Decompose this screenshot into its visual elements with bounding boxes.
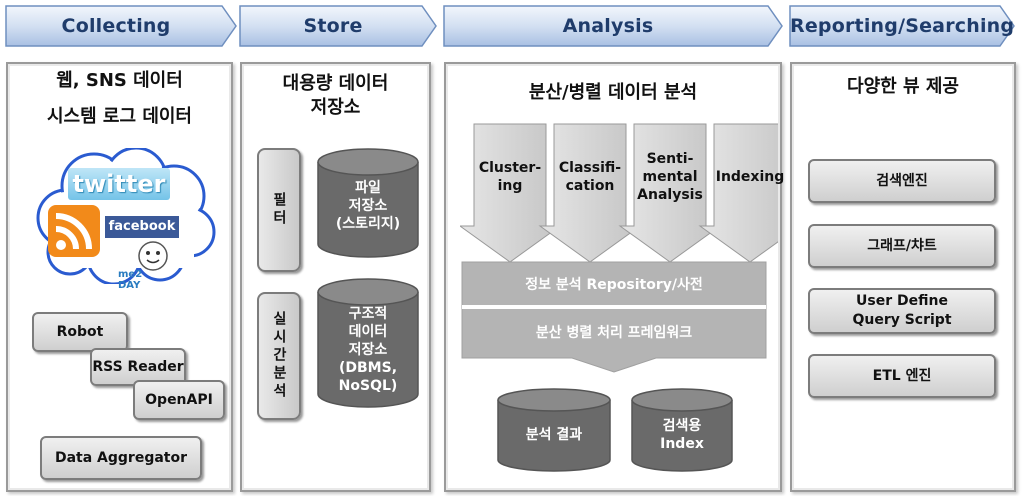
structured-storage-label: 구조적 데이터 저장소 (DBMS, NoSQL) xyxy=(316,302,420,398)
algo-sentimental-line2: mental xyxy=(642,169,698,185)
file-storage-line1: 파일 xyxy=(355,180,381,196)
openapi-box: OpenAPI xyxy=(133,380,225,420)
rss-reader-box: RSS Reader xyxy=(90,348,186,386)
collecting-panel: 웹, SNS 데이터 시스템 로그 데이터 twitter xyxy=(6,62,233,492)
store-panel: 대용량 데이터 저장소 필터 실시간분석 파일 저장소 (스토리지) 구조적 데… xyxy=(240,62,431,492)
algo-clustering: Cluster- ing xyxy=(472,142,548,212)
me2day-label: me2 DAY xyxy=(118,269,148,291)
rss-icon xyxy=(48,205,100,257)
twitter-logo: twitter xyxy=(68,168,170,200)
structured-storage-line5: NoSQL) xyxy=(338,378,398,394)
result-label: 분석 결과 xyxy=(525,427,583,443)
graph-chart-box: 그래프/챠트 xyxy=(808,224,996,268)
framework-band: 분산 병렬 처리 프레임워크 xyxy=(535,325,693,341)
algo-clustering-line1: Cluster- xyxy=(478,160,542,176)
query-script-line1: User Define xyxy=(856,293,948,309)
result-cylinder xyxy=(497,388,611,472)
file-storage-line2: 저장소 xyxy=(348,198,388,214)
arrow-indexing xyxy=(698,123,778,263)
algo-classification: Classifi- cation xyxy=(552,142,628,212)
robot-box: Robot xyxy=(32,312,128,352)
processing-bands xyxy=(461,261,767,373)
structured-storage-line4: (DBMS, xyxy=(338,360,398,376)
file-storage-cylinder xyxy=(317,148,419,258)
stage-label-reporting: Reporting/Searching xyxy=(790,15,1015,37)
analysis-panel: 분산/병렬 데이터 분석 Cluster- ing Classifi- cati… xyxy=(444,62,784,492)
twitter-logo-text: twitter xyxy=(72,170,166,198)
collecting-title-line2: 시스템 로그 데이터 xyxy=(46,106,192,127)
search-index-label: 검색용 Index xyxy=(630,408,734,462)
arrow-clustering xyxy=(460,123,562,263)
collecting-title-line1: 웹, SNS 데이터 xyxy=(56,70,183,91)
data-aggregator-box: Data Aggregator xyxy=(40,436,202,480)
search-engine-label: 검색엔진 xyxy=(876,172,928,189)
stage-label-store: Store xyxy=(303,15,363,37)
search-index-cylinder xyxy=(631,388,733,472)
algo-indexing: Indexing xyxy=(712,142,788,212)
stage-arrow-store xyxy=(239,5,437,47)
reporting-title: 다양한 뷰 제공 xyxy=(847,76,959,97)
structured-storage-line3: 저장소 xyxy=(348,342,388,358)
algo-clustering-line2: ing xyxy=(497,178,523,194)
stage-arrow-analysis xyxy=(443,5,783,47)
facebook-logo: facebook xyxy=(105,216,179,238)
query-script-box: User Define Query Script xyxy=(808,288,996,334)
stage-arrow-collecting xyxy=(5,5,237,47)
analysis-title: 분산/병렬 데이터 분석 xyxy=(528,82,698,103)
store-title-line2: 저장소 xyxy=(310,97,361,118)
structured-storage-cylinder xyxy=(317,278,419,408)
algo-sentimental: Senti- mental Analysis xyxy=(632,142,708,212)
arrow-sentimental xyxy=(618,123,722,263)
file-storage-line3: (스토리지) xyxy=(335,216,401,232)
graph-chart-label: 그래프/챠트 xyxy=(867,237,937,254)
query-script-line2: Query Script xyxy=(852,312,952,328)
realtime-analysis-box: 실시간분석 xyxy=(257,292,301,420)
algorithm-arrows xyxy=(460,123,778,263)
etl-engine-box: ETL 엔진 xyxy=(808,354,996,398)
search-engine-box: 검색엔진 xyxy=(808,159,996,203)
stage-arrows xyxy=(5,5,1015,47)
filter-box: 필터 xyxy=(257,148,301,272)
structured-storage-line2: 데이터 xyxy=(348,324,388,340)
algo-classification-line2: cation xyxy=(565,178,615,194)
stage-arrow-reporting xyxy=(789,5,1015,47)
algo-indexing-line1: Indexing xyxy=(715,169,785,185)
store-title-line1: 대용량 데이터 xyxy=(282,73,389,94)
algo-sentimental-line3: Analysis xyxy=(637,187,703,203)
me2day-label-top: me2 xyxy=(118,269,143,280)
reporting-panel: 다양한 뷰 제공 검색엔진 그래프/챠트 User Define Query S… xyxy=(790,62,1016,492)
file-storage-label: 파일 저장소 (스토리지) xyxy=(316,174,420,238)
me2day-icon xyxy=(138,241,168,271)
arrow-classification xyxy=(538,123,642,263)
search-index-line2: Index xyxy=(660,436,704,452)
repository-band: 정보 분석 Repository/사전 xyxy=(525,277,703,293)
me2day-label-bottom: DAY xyxy=(118,280,141,291)
algo-sentimental-line1: Senti- xyxy=(646,151,694,167)
stage-label-collecting: Collecting xyxy=(61,15,171,37)
structured-storage-line1: 구조적 xyxy=(348,306,388,322)
search-index-line1: 검색용 xyxy=(662,418,702,434)
stage-label-analysis: Analysis xyxy=(562,15,654,37)
etl-engine-label: ETL 엔진 xyxy=(872,367,932,384)
algo-classification-line1: Classifi- xyxy=(558,160,622,176)
